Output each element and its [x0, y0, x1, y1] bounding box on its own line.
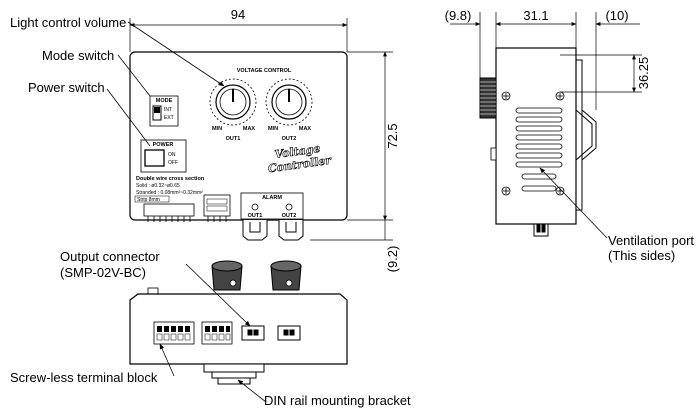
front-output-connectors — [242, 220, 304, 241]
side-screws — [501, 91, 565, 196]
alarm-frame — [240, 192, 304, 220]
callout-power-switch: Power switch — [28, 80, 105, 95]
max-label-2: MAX — [299, 126, 312, 132]
callout-output-connector: Output connector — [60, 249, 160, 264]
min-label-2: MIN — [268, 126, 278, 132]
bottom-output-connectors[interactable] — [241, 325, 301, 341]
out2-knob-label: OUT2 — [282, 136, 297, 142]
side-bottom-connector — [533, 223, 549, 237]
dim-side-height: 36.25 — [636, 57, 651, 90]
alarm-out1: OUT1 — [248, 213, 263, 219]
side-dimensions — [450, 12, 642, 110]
mode-ext-label: EXT — [164, 115, 174, 121]
ventilation-slots — [515, 107, 563, 192]
power-switch[interactable] — [144, 149, 165, 167]
bottom-din-bracket — [203, 363, 265, 385]
callout-ventilation-port-note: (This sides) — [608, 248, 675, 263]
side-knob — [479, 77, 497, 119]
voltage-control-label: VOLTAGE CONTROL — [237, 68, 292, 74]
wire-spec-1: Double wire cross section — [136, 176, 205, 182]
alarm-led-2 — [285, 203, 293, 211]
dim-side-mid: 31.1 — [523, 8, 548, 23]
dim-front-width: 94 — [231, 7, 245, 22]
alarm-out2: OUT2 — [282, 213, 297, 219]
off-label: OFF — [168, 160, 178, 166]
dim-side-right: (10) — [605, 8, 628, 23]
alarm-led-1 — [251, 203, 259, 211]
callout-screw-less-terminal: Screw-less terminal block — [10, 370, 158, 385]
front-terminal-pins — [147, 216, 227, 222]
min-label-1: MIN — [212, 126, 222, 132]
wire-spec-4: Strip 8mm — [137, 197, 160, 203]
front-dimensions — [129, 18, 393, 241]
dim-front-height: 72.5 — [385, 123, 400, 148]
bottom-terminal-block[interactable] — [153, 321, 233, 345]
dim-side-left: (9.8) — [445, 8, 472, 23]
wire-spec-2: Solid : ø0.32~ø0.65 — [136, 183, 180, 189]
callout-leaders — [106, 21, 608, 403]
wire-spec-3: Stranded : 0.08mm²~0.32mm² — [136, 190, 203, 196]
power-label: POWER — [153, 142, 174, 148]
volume-knob-out2[interactable] — [265, 78, 313, 126]
on-label: ON — [168, 152, 176, 158]
volume-knob-out1[interactable] — [209, 78, 257, 126]
dim-front-bottom: (9.2) — [385, 246, 400, 273]
side-din-clip — [575, 59, 597, 211]
front-view: VOLTAGE CONTROL MIN MAX OUT1 MIN MAX OUT… — [129, 51, 348, 241]
side-view — [479, 47, 597, 237]
callout-light-control-volume: Light control volume — [10, 15, 126, 30]
bottom-knobs — [147, 260, 302, 295]
mode-int-label: INT — [164, 107, 172, 113]
callout-mode-switch: Mode switch — [42, 48, 114, 63]
bottom-housing — [129, 293, 348, 365]
out1-knob-label: OUT1 — [226, 136, 241, 142]
callout-din-rail-bracket: DIN rail mounting bracket — [264, 393, 411, 408]
bottom-view — [129, 260, 348, 385]
callout-ventilation-port: Ventilation port — [608, 233, 694, 248]
alarm-label: ALARM — [262, 195, 282, 201]
callout-output-connector-model: (SMP-02V-BC) — [60, 265, 146, 280]
front-terminal-block — [143, 194, 231, 217]
max-label-1: MAX — [243, 126, 256, 132]
mode-label: MODE — [156, 98, 173, 104]
